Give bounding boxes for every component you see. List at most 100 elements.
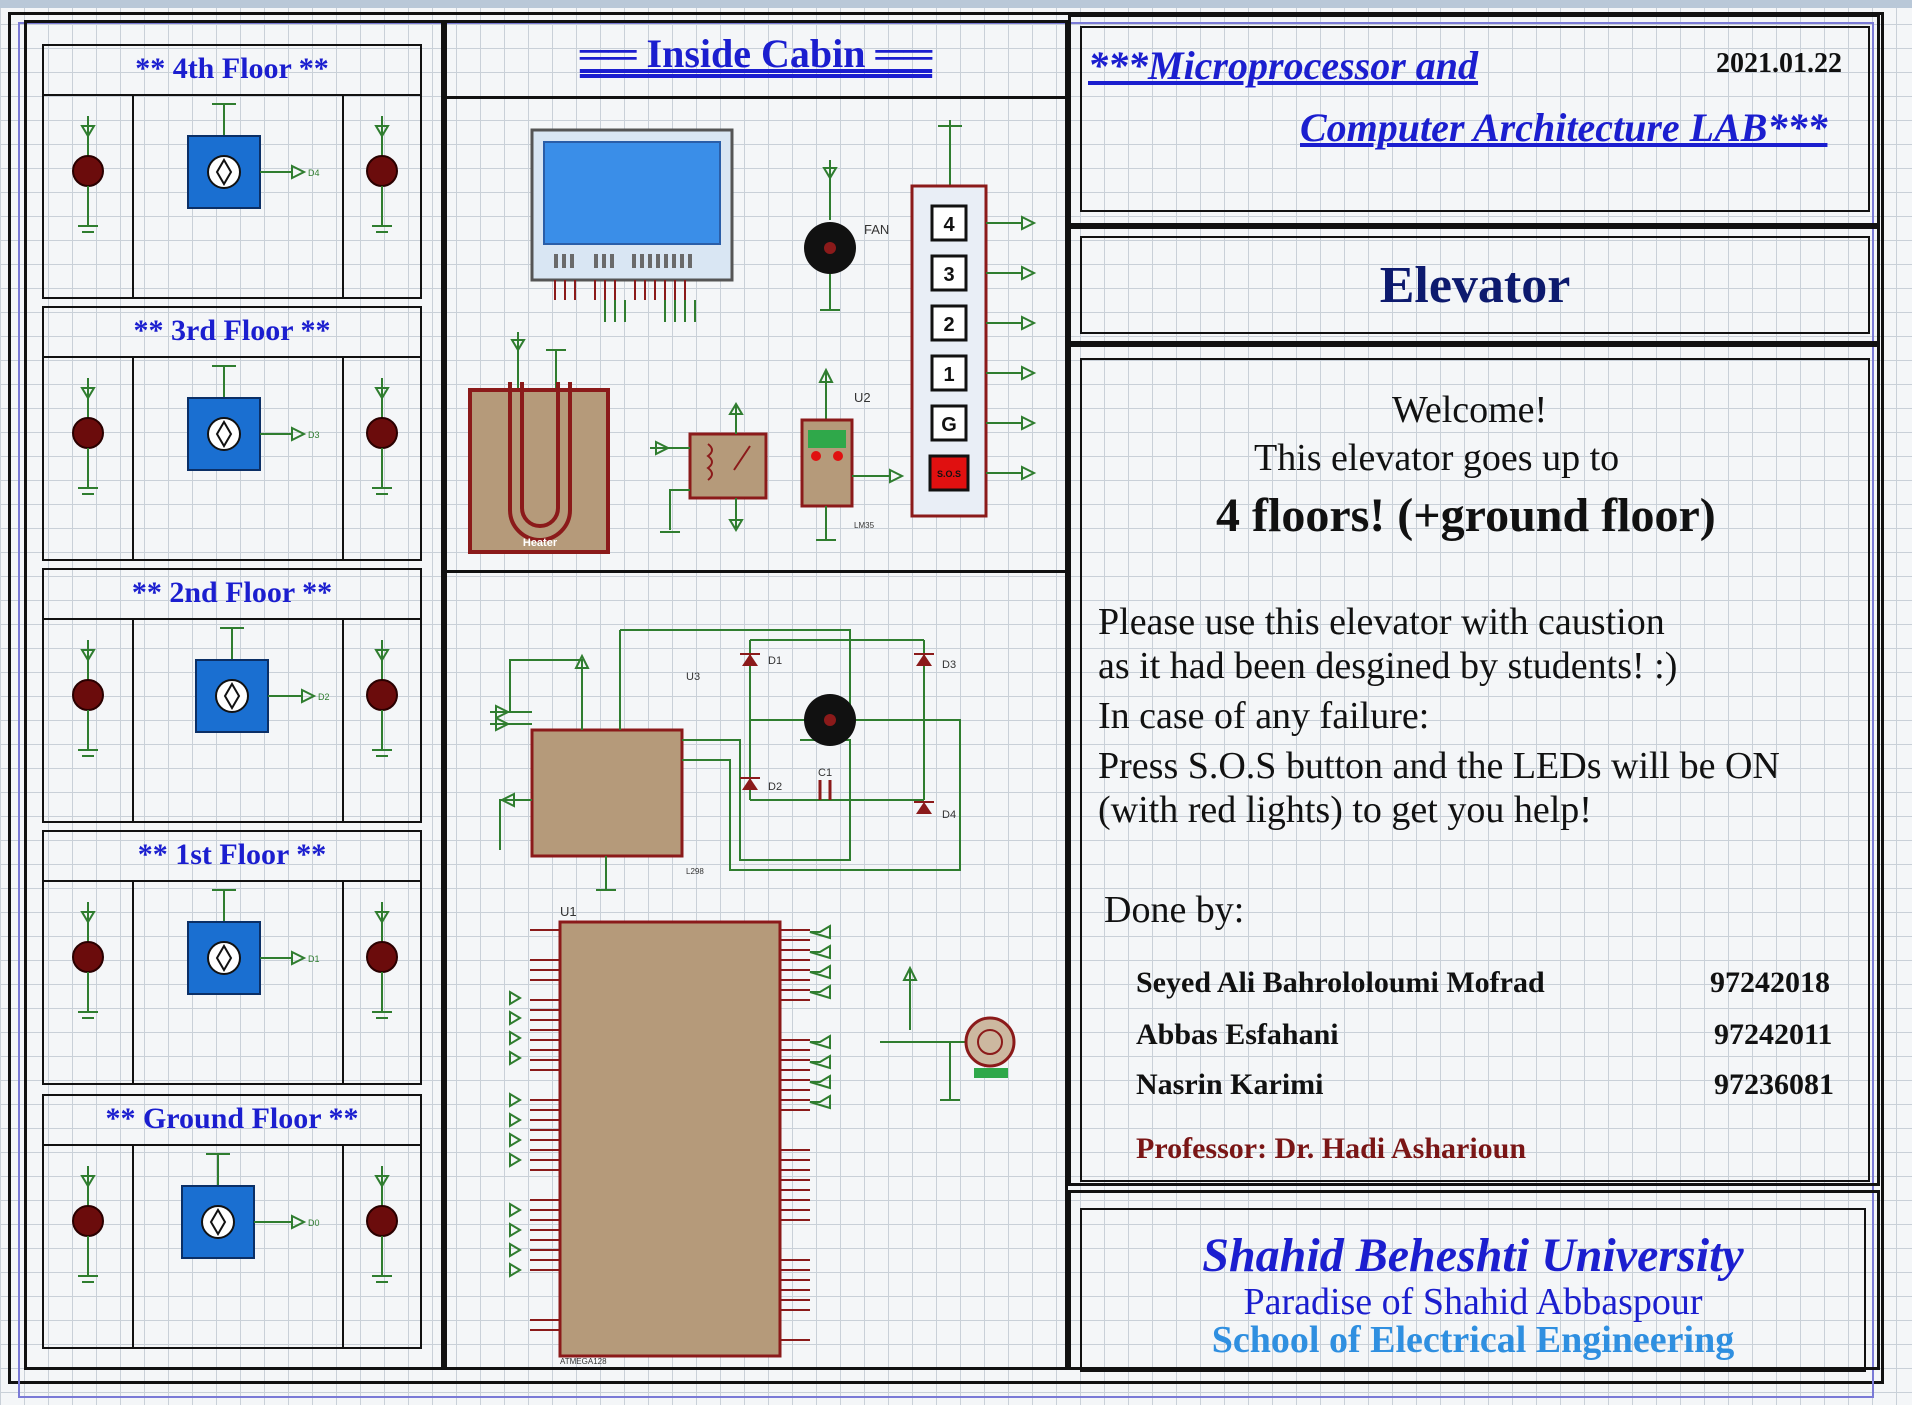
dc-motor-bridge bbox=[682, 639, 961, 871]
microcontroller: U1 ATMEGA128 bbox=[509, 904, 831, 1365]
info-line-4: Please use this elevator with caustion bbox=[1098, 601, 1665, 643]
cabin-button-1[interactable]: 1 bbox=[930, 354, 1037, 392]
header-inner-box bbox=[1080, 26, 1870, 212]
floor-1-right-led bbox=[366, 902, 398, 1019]
floor-ground-circuit: D0 bbox=[72, 1153, 398, 1283]
info-inner-box bbox=[1080, 358, 1870, 1182]
university-name: Shahid Beheshti University bbox=[1202, 1229, 1744, 1282]
floor-4-right-led bbox=[366, 116, 398, 233]
relay bbox=[650, 402, 768, 533]
team-member-name: Seyed Ali Bahrololoumi Mofrad bbox=[1136, 966, 1545, 999]
mcu-label: U1 bbox=[560, 904, 577, 919]
project-title-box bbox=[1068, 226, 1880, 344]
cabin-section-divider bbox=[444, 570, 1068, 573]
floor-2-block: ** 2nd Floor ** D2 bbox=[42, 568, 422, 823]
floor-ground-right-led bbox=[366, 1166, 398, 1283]
floor-4-button[interactable]: D4 bbox=[187, 103, 320, 209]
window-top-bar bbox=[0, 0, 1912, 8]
info-box bbox=[1068, 344, 1880, 1186]
dc-motor bbox=[804, 694, 856, 746]
floor-4-title: ** 4th Floor ** bbox=[135, 52, 329, 85]
floor-4-left-led bbox=[72, 116, 104, 233]
heater-label: Heater bbox=[523, 537, 558, 549]
cabin-sos-button[interactable]: S.O.S bbox=[928, 454, 1037, 492]
welcome-text: Welcome! bbox=[1392, 389, 1548, 431]
temperature-sensor: U2 LM35 bbox=[800, 367, 905, 541]
team-member-id: 97242018 bbox=[1710, 966, 1830, 999]
floor-2-out-label: D2 bbox=[318, 692, 330, 702]
floor-ground-block: ** Ground Floor ** D0 bbox=[42, 1094, 422, 1349]
fan-label: FAN bbox=[864, 222, 889, 237]
floor-2-left-led bbox=[72, 640, 104, 757]
project-title: Elevator bbox=[1379, 257, 1571, 314]
diode-d1-label: D1 bbox=[768, 655, 782, 667]
floor-2-right-led bbox=[366, 640, 398, 757]
lab-title-line1: ***Microprocessor and bbox=[1088, 43, 1479, 88]
motor-driver: U3 L298 bbox=[490, 629, 851, 891]
fan-motor: FAN bbox=[804, 160, 889, 311]
info-line-8: (with red lights) to get you help! bbox=[1098, 789, 1592, 831]
capacitor-c1: C1 bbox=[818, 767, 832, 800]
lcd-display bbox=[530, 128, 734, 322]
cabin-button-2-label: 2 bbox=[943, 314, 954, 336]
info-line-6: In case of any failure: bbox=[1098, 695, 1430, 737]
floor-3-title: ** 3rd Floor ** bbox=[133, 314, 331, 347]
floor-ground-left-led bbox=[72, 1166, 104, 1283]
floor-4-block: ** 4th Floor ** D4 bbox=[42, 44, 422, 299]
floor-ground-button[interactable]: D0 bbox=[181, 1153, 320, 1259]
diode-d2-label: D2 bbox=[768, 781, 782, 793]
cabin-header-divider bbox=[444, 96, 1068, 99]
floor-1-button[interactable]: D1 bbox=[187, 889, 320, 995]
cabin-button-ground-label: G bbox=[941, 414, 957, 436]
sensor-part: LM35 bbox=[854, 521, 875, 530]
floor-1-title: ** 1st Floor ** bbox=[137, 838, 327, 871]
cabin-title: ══ Inside Cabin ══ bbox=[579, 31, 933, 76]
university-box bbox=[1068, 1190, 1880, 1370]
driver-part: L298 bbox=[686, 867, 704, 876]
floor-4-out-label: D4 bbox=[308, 168, 320, 178]
diode-d2: D2 bbox=[740, 777, 782, 793]
team-member-name: Abbas Esfahani bbox=[1136, 1018, 1339, 1051]
professor-name: Professor: Dr. Hadi Asharioun bbox=[1136, 1132, 1527, 1165]
cabin-button-2[interactable]: 2 bbox=[930, 304, 1037, 342]
floor-4-circuit: D4 bbox=[72, 103, 398, 233]
info-line-7: Press S.O.S button and the LEDs will be … bbox=[1098, 745, 1780, 787]
team-member-id: 97242011 bbox=[1714, 1018, 1833, 1051]
floors-panel bbox=[24, 20, 444, 1370]
project-title-inner: Elevator bbox=[1080, 236, 1870, 334]
project-date: 2021.01.22 bbox=[1716, 48, 1842, 79]
floor-1-out-label: D1 bbox=[308, 954, 320, 964]
driver-label: U3 bbox=[686, 671, 700, 683]
info-line-3: 4 floors! (+ground floor) bbox=[1216, 489, 1716, 542]
floor-1-block: ** 1st Floor ** D1 bbox=[42, 830, 422, 1085]
university-inner-box: Shahid Beheshti University Paradise of S… bbox=[1080, 1208, 1866, 1372]
cabin-schematic: FAN 4 3 2 1 G S.O.S bbox=[468, 120, 1037, 1365]
outer-border bbox=[8, 12, 1884, 1384]
cabin-button-3[interactable]: 3 bbox=[930, 254, 1037, 292]
cabin-button-3-label: 3 bbox=[943, 264, 954, 286]
floor-3-left-led bbox=[72, 378, 104, 495]
info-line-5: as it had been desgined by students! :) bbox=[1098, 645, 1678, 687]
diode-d3-label: D3 bbox=[942, 659, 956, 671]
floor-3-circuit: D3 bbox=[72, 365, 398, 495]
sensor-label: U2 bbox=[854, 390, 871, 405]
floor-3-right-led bbox=[366, 378, 398, 495]
header-box bbox=[1068, 14, 1880, 226]
school-name: School of Electrical Engineering bbox=[1211, 1319, 1735, 1361]
floor-3-block: ** 3rd Floor ** D3 bbox=[42, 306, 422, 561]
floor-2-circuit: D2 bbox=[72, 627, 398, 757]
cabin-button-4[interactable]: 4 bbox=[930, 204, 1037, 242]
heater: Heater bbox=[468, 332, 610, 554]
floor-1-left-led bbox=[72, 902, 104, 1019]
floor-2-button[interactable]: D2 bbox=[195, 627, 330, 733]
info-line-2: This elevator goes up to bbox=[1254, 437, 1620, 479]
floor-3-out-label: D3 bbox=[308, 430, 320, 440]
diode-d1: D1 bbox=[740, 653, 782, 667]
team-member-id: 97236081 bbox=[1714, 1068, 1834, 1101]
cabin-sos-label: S.O.S bbox=[937, 469, 961, 479]
cabin-button-ground[interactable]: G bbox=[930, 404, 1037, 442]
lab-title-line2: Computer Architecture LAB*** bbox=[1300, 105, 1828, 150]
floor-3-button[interactable]: D3 bbox=[187, 365, 320, 471]
floor-ground-title: ** Ground Floor ** bbox=[105, 1102, 359, 1135]
floor-ground-out-label: D0 bbox=[308, 1218, 320, 1228]
